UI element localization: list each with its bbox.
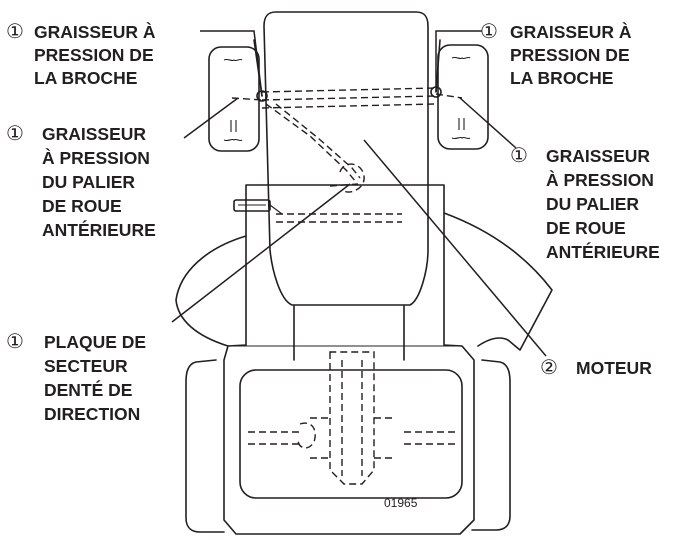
callout-line: GRAISSEUR	[546, 146, 650, 166]
callout-line: PRESSION DE	[34, 45, 154, 65]
left-front-tire	[208, 46, 260, 152]
callout-line: GRAISSEUR	[42, 124, 146, 144]
callout-line: DE ROUE	[546, 218, 626, 238]
callout-line: DIRECTION	[44, 404, 140, 424]
hidden-steering-linkage	[265, 103, 365, 193]
callout-line: LA BROCHE	[510, 68, 613, 88]
callout-line: PLAQUE DE	[44, 332, 146, 352]
callout-line: À PRESSION	[42, 147, 150, 168]
left-rear-tire	[185, 359, 225, 533]
callout-engine: ② MOTEUR	[540, 357, 652, 379]
callout-number: ①	[510, 145, 528, 167]
seat	[239, 369, 463, 499]
callout-number: ②	[540, 357, 558, 379]
right-fender	[443, 212, 553, 351]
callout-line: À PRESSION	[546, 169, 654, 190]
callout-line: MOTEUR	[576, 358, 652, 378]
callout-number: ①	[6, 123, 24, 145]
left-fender	[175, 235, 247, 347]
hidden-rear-drive	[248, 351, 456, 485]
callout-sector-plate: ① PLAQUE DE SECTEUR DENTÉ DE DIRECTION	[6, 331, 146, 424]
center-pedestal	[293, 305, 405, 361]
callout-line: GRAISSEUR À	[510, 21, 632, 42]
callout-number: ①	[6, 21, 24, 43]
tire-tread-marks	[223, 56, 471, 142]
callout-line: GRAISSEUR À	[34, 21, 156, 42]
hidden-engine-frame	[276, 213, 402, 223]
leader-lines	[171, 30, 547, 357]
right-rear-tire	[471, 359, 511, 531]
callout-wheel-left: ① GRAISSEUR À PRESSION DU PALIER DE ROUE…	[6, 123, 156, 240]
callout-line: ANTÉRIEURE	[42, 219, 156, 240]
callout-wheel-right: ① GRAISSEUR À PRESSION DU PALIER DE ROUE…	[510, 145, 660, 262]
tractor-illustration	[175, 11, 553, 535]
callout-spindle-left: ① GRAISSEUR À PRESSION DE LA BROCHE	[6, 21, 156, 88]
engine-hood	[263, 11, 429, 306]
steering-lever	[233, 199, 283, 215]
callout-line: DU PALIER	[546, 194, 639, 214]
callout-line: DU PALIER	[42, 172, 135, 192]
callout-line: LA BROCHE	[34, 68, 137, 88]
callout-number: ①	[6, 331, 24, 353]
callout-line: PRESSION DE	[510, 45, 630, 65]
callout-number: ①	[480, 21, 498, 43]
figure-number: 01965	[384, 496, 418, 510]
callout-line: ANTÉRIEURE	[546, 241, 660, 262]
callout-line: DENTÉ DE	[44, 379, 132, 400]
tractor-body	[223, 184, 475, 535]
callout-line: SECTEUR	[44, 356, 128, 376]
callout-spindle-right: ① GRAISSEUR À PRESSION DE LA BROCHE	[480, 21, 632, 88]
callout-line: DE ROUE	[42, 196, 122, 216]
right-front-tire	[437, 44, 489, 150]
